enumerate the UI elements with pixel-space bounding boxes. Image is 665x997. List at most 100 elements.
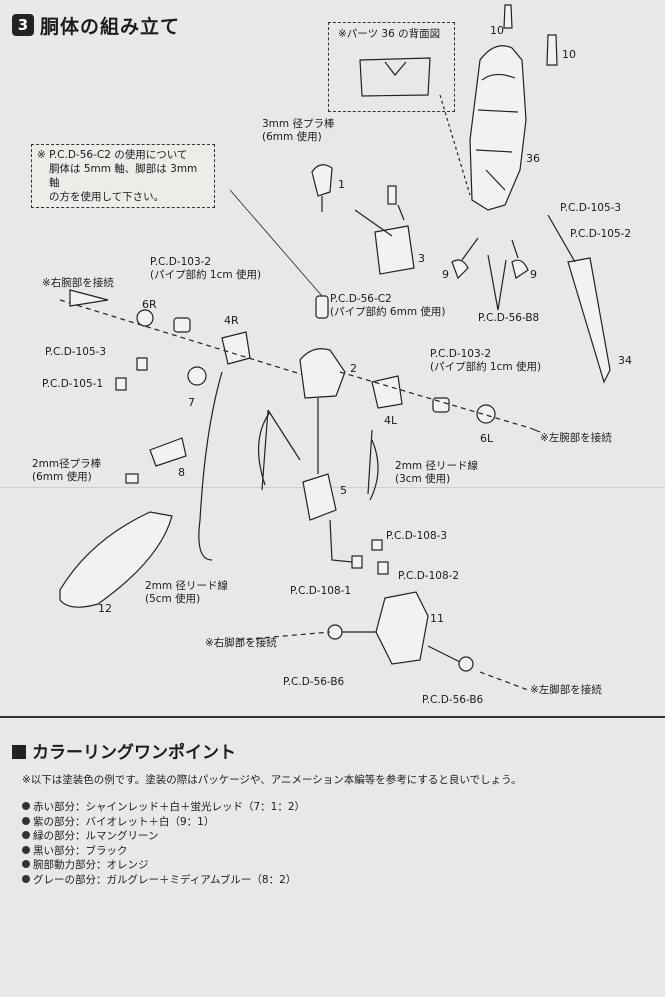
part-number: 34	[618, 354, 632, 367]
color-point-text: 赤い部分：シャインレッド＋白＋蛍光レッド（7：1：2）	[33, 801, 306, 813]
pcd-56-b8-label: P.C.D-56-B8	[478, 312, 540, 324]
part-5-drawing	[302, 473, 337, 521]
pcd-105-1-label: P.C.D-105-1	[42, 378, 104, 390]
pcd-56-c2-label: P.C.D-56-C2 (パイプ部約 6mm 使用)	[330, 293, 446, 319]
part-number: 10	[562, 48, 576, 61]
part-number: 4L	[384, 414, 398, 427]
section-divider	[0, 716, 665, 718]
part-8-drawing	[149, 437, 187, 467]
color-points-heading: カラーリングワンポイント	[12, 738, 236, 763]
lead-wire-5cm-label: 2mm 径リード線 (5cm 使用)	[145, 580, 228, 606]
pcd-105-3-left-label: P.C.D-105-3	[45, 346, 107, 358]
heading-square-icon	[12, 745, 26, 759]
pcd-108-1-label: P.C.D-108-1	[290, 585, 352, 597]
color-point-text: 黒い部分：ブラック	[33, 844, 128, 857]
color-point-text: グレーの部分：ガルグレー＋ミディアムブルー（8：2）	[33, 873, 297, 886]
list-item: 紫の部分：バイオレット＋白（9：1）	[22, 815, 305, 830]
part-number: 1	[338, 178, 345, 191]
part-number: 11	[430, 612, 444, 625]
right-leg-connect-note: ※右脚部を接続	[205, 637, 277, 649]
part-4r-drawing	[221, 331, 251, 365]
part-number: 7	[188, 396, 195, 409]
label-line: (パイプ部約 1cm 使用)	[150, 269, 262, 281]
pcd-105-2-label: P.C.D-105-2	[570, 228, 632, 240]
bullet-icon	[22, 874, 30, 883]
part-number: 5	[340, 484, 347, 497]
label-line: 2mm 径リード線	[145, 580, 228, 592]
heading-text: カラーリングワンポイント	[32, 743, 236, 763]
part-11-drawing	[375, 591, 429, 665]
paper-fold-line	[0, 487, 665, 488]
rod-3mm-label: 3mm 径プラ棒 (6mm 使用)	[262, 118, 334, 144]
label-line: 2mm径プラ棒	[32, 458, 102, 470]
part-number: 3	[418, 252, 425, 265]
list-item: 緑の部分：ルマングリーン	[22, 829, 305, 844]
pcd-103-right-drawing	[432, 397, 450, 413]
part-6r-drawing	[136, 309, 154, 327]
label-line: (パイプ部約 1cm 使用)	[430, 361, 542, 373]
pcd-108-2-label: P.C.D-108-2	[398, 570, 460, 582]
part-number: 8	[178, 466, 185, 479]
label-line: 2mm 径リード線	[395, 460, 478, 472]
pcd-56-b6-right-label: P.C.D-56-B6	[422, 694, 484, 706]
part-number: 9	[530, 268, 537, 281]
color-points-intro: ※以下は塗装色の例です。塗装の際はパッケージや、アニメーション本編等を参考にする…	[22, 774, 522, 786]
part-3-drawing	[374, 225, 415, 275]
part-number: 6L	[480, 432, 494, 445]
color-points-list: 赤い部分：シャインレッド＋白＋蛍光レッド（7：1：2） 紫の部分：バイオレット＋…	[22, 800, 305, 887]
left-leg-connect-note: ※左脚部を接続	[530, 684, 602, 696]
assembly-diagram	[59, 4, 611, 691]
right-arm-connect-note: ※右腕部を接続	[42, 277, 114, 289]
left-arm-connect-note: ※左腕部を接続	[540, 432, 612, 444]
bullet-icon	[22, 845, 30, 854]
part-9-left	[451, 259, 469, 280]
pcd-103-left-drawing	[173, 317, 191, 333]
color-point-text: 緑の部分：ルマングリーン	[33, 830, 159, 842]
part-number: 10	[490, 24, 504, 37]
label-line: 3mm 径プラ棒	[262, 118, 335, 130]
label-line: (5cm 使用)	[145, 593, 201, 605]
note-line: 胴体は 5mm 軸、脚部は 3mm 軸	[49, 163, 198, 189]
pcd-56-c2-drawing	[315, 295, 329, 319]
label-line: (パイプ部約 6mm 使用)	[330, 306, 446, 318]
pcd-56-b6-left-label: P.C.D-56-B6	[283, 676, 345, 688]
bullet-icon	[22, 831, 30, 839]
pcd-105-3-right-label: P.C.D-105-3	[560, 202, 622, 214]
list-item: 赤い部分：シャインレッド＋白＋蛍光レッド（7：1：2）	[22, 800, 305, 815]
part-number: 4R	[224, 314, 239, 327]
rod-2mm-label: 2mm径プラ棒 (6mm 使用)	[32, 458, 101, 484]
list-item: グレーの部分：ガルグレー＋ミディアムブルー（8：2）	[22, 873, 305, 888]
part-number: 6R	[142, 298, 157, 311]
rod-3mm-drawing	[387, 185, 397, 205]
label-line: (3cm 使用)	[395, 473, 451, 485]
label-line: P.C.D-56-C2	[330, 293, 392, 305]
part-10-pin-top	[503, 4, 513, 29]
part-9-right	[511, 259, 529, 279]
bullet-icon	[22, 860, 30, 868]
part-36-drawing	[469, 45, 527, 211]
part-4l-drawing	[371, 375, 403, 409]
part-number: 2	[350, 362, 357, 375]
note-line: ※ P.C.D-56-C2 の使用について	[37, 149, 188, 161]
bullet-icon	[22, 802, 30, 810]
part-2-drawing	[299, 348, 346, 399]
pcd-103-left-label: P.C.D-103-2 (パイプ部約 1cm 使用)	[150, 256, 261, 282]
part-12-drawing	[59, 511, 173, 608]
list-item: 黒い部分：ブラック	[22, 844, 305, 859]
inset-title: ※パーツ 36 の背面図	[338, 28, 441, 40]
pcd-56-b6-right-drawing	[458, 656, 474, 672]
label-line: (6mm 使用)	[32, 471, 92, 483]
pcd-56-b6-left-drawing	[327, 624, 343, 640]
pcd-108-3-label: P.C.D-108-3	[386, 530, 448, 542]
bullet-icon	[22, 816, 30, 825]
part-1-drawing	[311, 164, 333, 197]
part-number: 36	[526, 152, 540, 165]
note-line: の方を使用して下さい。	[49, 191, 165, 203]
label-line: P.C.D-103-2	[430, 348, 492, 360]
label-line: (6mm 使用)	[262, 131, 322, 143]
part-number: 12	[98, 602, 112, 615]
pcd-56-c2-usage-note: ※ P.C.D-56-C2 の使用について 胴体は 5mm 軸、脚部は 3mm …	[31, 144, 215, 208]
step-number-badge: 3	[12, 14, 34, 36]
color-point-text: 紫の部分：バイオレット＋白（9：1）	[33, 815, 215, 828]
part-10-pin-side	[546, 34, 558, 66]
